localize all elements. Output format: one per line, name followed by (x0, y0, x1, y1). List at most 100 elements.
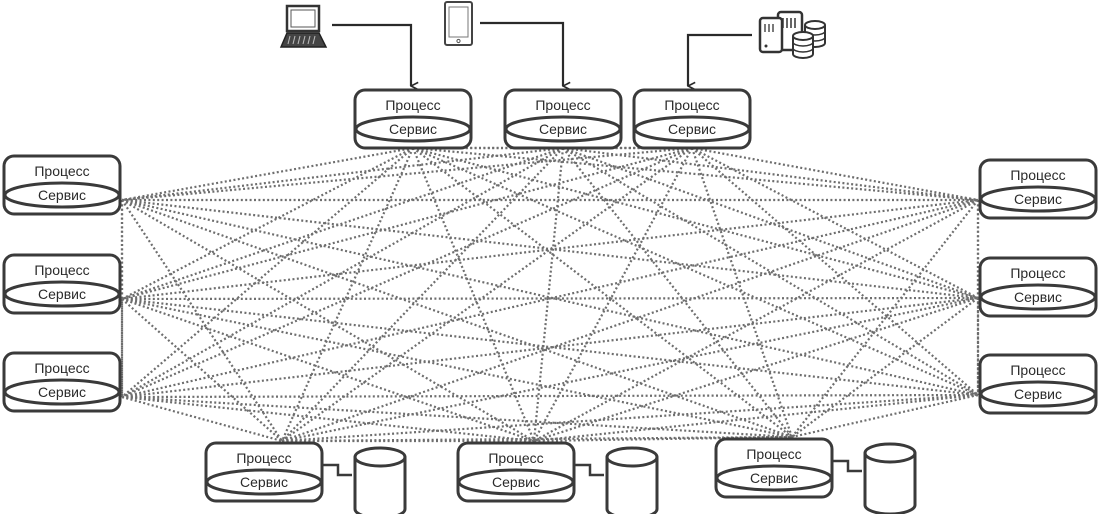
mesh-connection-top-1-left-1 (121, 146, 414, 202)
mesh-connections (120, 146, 980, 443)
process-label: Процесс (664, 97, 719, 113)
service-label: Сервис (389, 121, 437, 137)
service-label: Сервис (668, 121, 716, 137)
service-ellipse (457, 468, 575, 496)
mesh-connection-right-2-bottom-3 (791, 297, 979, 438)
mesh-connection-left-1-bottom-2 (121, 199, 535, 442)
service-ellipse (354, 115, 472, 143)
mesh-connection-top-3-left-3 (121, 146, 693, 399)
mesh-connection-top-3-right-2 (691, 147, 979, 299)
process-label: Процесс (1010, 265, 1065, 281)
mesh-connection-top-1-bottom-2 (411, 147, 536, 442)
mesh-connection-bottom-1-bottom-3 (281, 435, 793, 443)
mesh-connection-left-3-bottom-2 (121, 395, 535, 443)
service-ellipse (3, 378, 121, 406)
service-label: Сервис (1014, 289, 1062, 305)
database-icon (323, 446, 407, 514)
service-ellipse (979, 185, 1097, 213)
service-ellipse (3, 181, 121, 209)
mesh-connection-top-3-left-1 (121, 146, 693, 202)
laptop-arrow (332, 23, 411, 86)
mesh-connection-right-2-bottom-2 (533, 296, 979, 443)
process-label: Процесс (236, 450, 291, 466)
clients (279, 1, 826, 86)
mesh-connection-top-1-bottom-3 (412, 147, 793, 438)
mesh-connection-top-1-right-3 (412, 146, 979, 397)
mesh-connection-top-2-left-1 (121, 146, 564, 202)
mesh-connection-top-2-right-1 (562, 146, 979, 202)
mesh-connection-left-3-right-1 (121, 198, 979, 399)
process-label: Процесс (1010, 362, 1065, 378)
tablet-icon (444, 1, 473, 46)
database-connector (575, 463, 604, 477)
database-connector (323, 463, 352, 477)
mesh-connection-top-1-left-3 (121, 147, 414, 398)
mesh-connection-top-3-left-2 (121, 146, 693, 301)
process-label: Процесс (535, 97, 590, 113)
servers-arrow (686, 33, 752, 86)
process-label: Процесс (34, 163, 89, 179)
server-database-icon (758, 10, 826, 59)
database-icon (575, 446, 659, 514)
process-label: Процесс (34, 262, 89, 278)
mesh-connection-top-2-bottom-2 (532, 147, 565, 442)
mesh-connection-left-3-right-2 (121, 296, 979, 399)
service-ellipse (3, 280, 121, 308)
laptop-icon (279, 4, 328, 48)
mesh-connection-left-1-right-3 (121, 198, 979, 397)
mesh-connection-left-3-bottom-1 (121, 395, 283, 443)
process-label: Процесс (488, 450, 543, 466)
mesh-connection-top-2-bottom-1 (281, 147, 564, 442)
mesh-connection-left-1-bottom-3 (121, 198, 793, 439)
mesh-connection-left-2-right-1 (121, 198, 979, 301)
mesh-connection-top-1-right-1 (412, 146, 979, 202)
database-connector (833, 459, 862, 473)
mesh-connection-top-3-right-3 (691, 147, 979, 396)
service-ellipse (715, 464, 833, 492)
mesh-connection-left-3-bottom-3 (121, 395, 793, 439)
service-ellipse (205, 468, 323, 496)
mesh-connection-left-3-right-3 (121, 393, 979, 399)
mesh-connection-right-3-bottom-1 (281, 393, 979, 443)
service-label: Сервис (750, 470, 798, 486)
process-label: Процесс (385, 97, 440, 113)
mesh-connection-left-2-right-3 (121, 297, 979, 397)
service-label: Сервис (539, 121, 587, 137)
mesh-connection-right-1-bottom-2 (533, 199, 979, 442)
service-ellipse (633, 115, 751, 143)
service-label: Сервис (38, 384, 86, 400)
service-label: Сервис (38, 187, 86, 203)
service-ellipse (979, 380, 1097, 408)
mesh-connection-top-3-bottom-1 (281, 147, 693, 442)
mesh-connection-top-3-right-1 (691, 146, 979, 202)
process-label: Процесс (1010, 167, 1065, 183)
mesh-connection-top-2-bottom-3 (562, 147, 793, 438)
service-label: Сервис (492, 474, 540, 490)
mesh-connection-right-3-bottom-3 (791, 393, 979, 439)
mesh-connection-left-1-right-2 (121, 198, 979, 300)
process-label: Процесс (34, 360, 89, 376)
mesh-connection-right-1-bottom-3 (791, 199, 979, 438)
mesh-connection-left-2-bottom-1 (121, 298, 283, 442)
mesh-connection-top-1-right-2 (412, 146, 979, 300)
database-icon (833, 442, 917, 514)
nodes: ПроцессСервисПроцессСервисПроцессСервисП… (2, 88, 1098, 514)
service-label: Сервис (38, 286, 86, 302)
mesh-connection-top-3-bottom-2 (533, 147, 693, 442)
service-ellipse (979, 283, 1097, 311)
mesh-connection-top-2-right-3 (562, 147, 979, 396)
mesh-connection-left-2-right-2 (121, 296, 979, 301)
